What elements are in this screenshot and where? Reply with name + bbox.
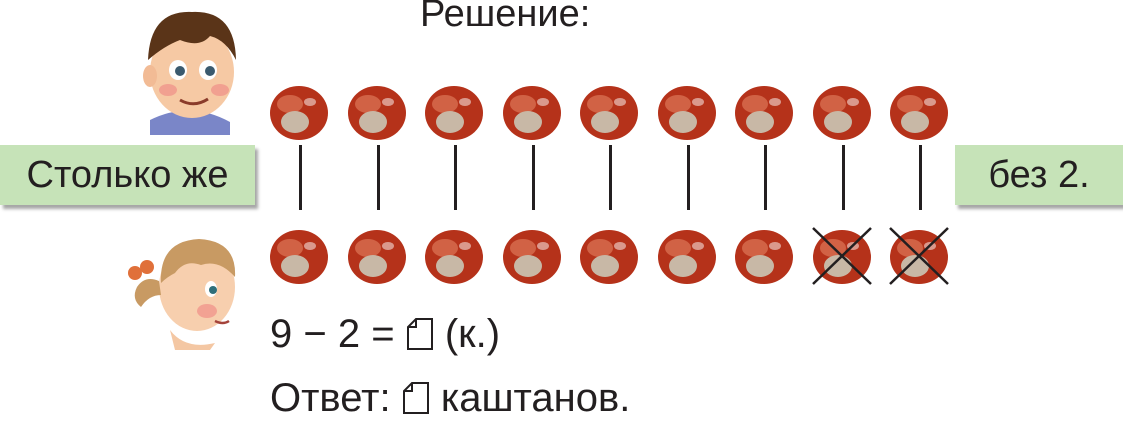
- chestnut-icon: [501, 226, 563, 286]
- chestnut-icon: [268, 226, 330, 286]
- chestnut-icon: [346, 82, 408, 142]
- correspondence-line: [609, 145, 612, 210]
- chestnut-icon: [888, 82, 950, 142]
- correspondence-line: [764, 145, 767, 210]
- chestnut-icon: [656, 226, 718, 286]
- answer-slot-icon[interactable]: [402, 381, 430, 415]
- equation-unit: (к.): [444, 312, 501, 357]
- bottom-chestnut-row: [266, 222, 956, 292]
- chestnut-icon: [578, 226, 640, 286]
- boy-character-icon: [130, 0, 250, 135]
- equation-expression: 9 − 2 =: [270, 312, 395, 357]
- correspondence-line: [454, 145, 457, 210]
- chestnut-icon: [578, 82, 640, 142]
- crossed-chestnut-icon: [888, 226, 950, 286]
- answer-slot-icon[interactable]: [406, 317, 434, 351]
- chestnut-icon: [733, 82, 795, 142]
- chestnut-icon: [501, 82, 563, 142]
- answer-suffix: каштанов.: [440, 376, 631, 421]
- correspondence-line: [299, 145, 302, 210]
- chestnut-icon: [268, 82, 330, 142]
- top-chestnut-row: [266, 78, 956, 148]
- left-comparison-label: Столько же: [0, 145, 255, 205]
- equation: 9 − 2 = (к.): [270, 308, 500, 358]
- correspondence-line: [686, 145, 690, 210]
- solution-title: Решение:: [420, 0, 591, 35]
- answer-line: Ответ: каштанов.: [270, 372, 630, 422]
- chestnut-icon: [733, 226, 795, 286]
- girl-character-icon: [115, 225, 250, 350]
- correspondence-lines: [266, 145, 956, 210]
- correspondence-line: [919, 145, 922, 210]
- chestnut-icon: [423, 82, 485, 142]
- correspondence-line: [841, 145, 845, 210]
- chestnut-icon: [811, 82, 873, 142]
- crossed-chestnut-icon: [811, 226, 873, 286]
- chestnut-icon: [423, 226, 485, 286]
- correspondence-line: [376, 145, 380, 210]
- right-comparison-label: без 2.: [955, 145, 1123, 205]
- chestnut-icon: [656, 82, 718, 142]
- answer-prefix: Ответ:: [270, 376, 391, 421]
- chestnut-icon: [346, 226, 408, 286]
- correspondence-line: [531, 145, 535, 210]
